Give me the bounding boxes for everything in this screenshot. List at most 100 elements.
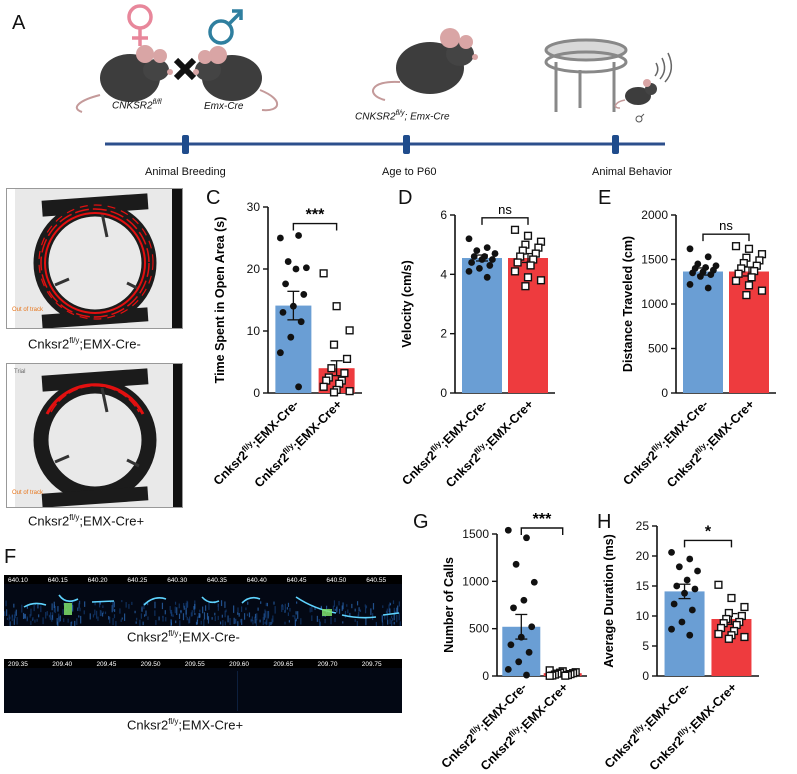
data-point-control bbox=[297, 318, 305, 326]
spectrogram-noise bbox=[57, 621, 59, 626]
spectrogram-noise bbox=[358, 607, 360, 612]
spectrogram-noise bbox=[77, 607, 79, 611]
spectrogram-time-tick: 640.10 bbox=[8, 577, 28, 584]
spectrogram-noise bbox=[234, 619, 237, 624]
spectrogram-noise bbox=[53, 601, 55, 608]
event-breeding-label: Animal Breeding bbox=[145, 166, 226, 178]
spectrogram-noise bbox=[51, 603, 53, 611]
spectrogram-noise bbox=[214, 612, 216, 616]
spectrogram-noise bbox=[46, 611, 48, 616]
data-point-control bbox=[694, 567, 701, 575]
data-point-control bbox=[673, 582, 681, 590]
spectrogram-noise bbox=[180, 609, 182, 613]
arena-knockout-out-label: Out of track bbox=[12, 490, 44, 496]
spectrogram-noise bbox=[309, 607, 311, 613]
spectrogram-noise bbox=[178, 613, 181, 619]
data-point-control bbox=[507, 641, 515, 649]
spectrogram-noise bbox=[26, 617, 29, 621]
data-point-control bbox=[470, 253, 478, 260]
spectrogram-time-tick: 640.45 bbox=[287, 577, 307, 584]
spectrogram-noise bbox=[92, 614, 95, 618]
spectrogram-noise bbox=[254, 613, 257, 618]
spectrogram-noise bbox=[147, 600, 149, 606]
data-point-knockout bbox=[561, 671, 570, 680]
spectrogram-noise bbox=[287, 612, 290, 616]
offspring-strain-label: CNKSR2fl/y; Emx-Cre bbox=[355, 110, 450, 123]
y-tick-label: 6 bbox=[440, 208, 447, 222]
data-point-control bbox=[686, 245, 694, 253]
spectrogram-noise bbox=[170, 619, 172, 623]
spectrogram-noise bbox=[217, 603, 219, 611]
panel-letter-c: C bbox=[206, 187, 221, 209]
spectrogram-noise bbox=[96, 610, 98, 619]
spectrogram-noise bbox=[145, 610, 147, 616]
spectrogram-noise bbox=[207, 616, 210, 624]
spectrogram-noise bbox=[189, 616, 191, 624]
timeline-marker-p60 bbox=[403, 135, 410, 154]
spectrogram-noise bbox=[6, 609, 8, 616]
spectrogram-noise bbox=[109, 616, 111, 624]
spectrogram-noise bbox=[387, 619, 389, 625]
spectrogram-noise bbox=[338, 601, 340, 606]
spectrogram-noise bbox=[357, 614, 359, 618]
y-tick-label: 0 bbox=[482, 669, 489, 683]
spectrogram-noise bbox=[394, 610, 396, 615]
spectrogram-noise bbox=[4, 611, 6, 617]
spectrogram-noise bbox=[233, 605, 235, 613]
data-point-knockout bbox=[724, 634, 733, 643]
spectrogram-call-trace bbox=[58, 594, 79, 603]
panel-letter-g: G bbox=[413, 511, 429, 533]
data-point-control bbox=[295, 232, 302, 239]
spectrogram-noise bbox=[112, 600, 114, 606]
data-point-knockout bbox=[744, 281, 754, 290]
data-point-knockout bbox=[545, 671, 554, 680]
spectrogram-noise bbox=[297, 611, 299, 619]
male-mouse-icon bbox=[193, 46, 279, 112]
spectrogram-noise bbox=[121, 617, 123, 620]
spectrogram-noise bbox=[365, 617, 367, 626]
spectrogram-noise bbox=[9, 621, 11, 626]
data-point-control bbox=[284, 258, 292, 265]
spectrogram-noise bbox=[229, 617, 231, 626]
spectrogram-noise bbox=[237, 671, 238, 711]
data-point-control bbox=[686, 555, 694, 563]
spectrogram-noise bbox=[351, 603, 353, 609]
data-point-control bbox=[704, 253, 712, 261]
spectrogram-noise bbox=[314, 606, 316, 610]
spectrogram-noise bbox=[37, 604, 39, 609]
offspring-mouse-icon bbox=[372, 28, 478, 101]
spectrogram-noise bbox=[53, 604, 55, 612]
data-point-control bbox=[525, 648, 533, 656]
spectrogram-noise bbox=[224, 601, 226, 608]
spectrogram-noise bbox=[195, 621, 198, 625]
data-point-control bbox=[668, 549, 675, 556]
spectrogram-time-strip bbox=[4, 575, 402, 584]
spectrogram-noise bbox=[265, 610, 267, 619]
spectrogram-noise bbox=[33, 605, 35, 612]
spectrogram-noise bbox=[169, 610, 172, 614]
data-point-control bbox=[683, 576, 691, 584]
spectrogram-noise bbox=[51, 615, 53, 620]
spectrogram-noise bbox=[356, 620, 358, 626]
spectrogram-noise bbox=[311, 605, 313, 612]
data-point-control bbox=[512, 560, 520, 568]
y-tick-label: 30 bbox=[247, 200, 261, 214]
spectrogram-noise bbox=[54, 605, 56, 614]
spectrogram-noise bbox=[140, 613, 142, 619]
spectrogram-noise bbox=[49, 617, 51, 620]
spectrogram-time-tick: 640.40 bbox=[247, 577, 267, 584]
spectrogram-noise bbox=[72, 605, 74, 612]
data-point-control bbox=[686, 281, 694, 288]
spectrogram-noise bbox=[311, 615, 313, 621]
spectrogram-time-tick: 640.30 bbox=[167, 577, 187, 584]
y-tick-label: 20 bbox=[247, 262, 261, 276]
spectrogram-noise bbox=[346, 604, 348, 607]
data-point-knockout bbox=[727, 593, 736, 603]
significance-label: ns bbox=[719, 218, 733, 233]
spectrogram-noise bbox=[134, 610, 136, 614]
data-point-control bbox=[289, 302, 297, 310]
spectrogram-noise bbox=[354, 619, 356, 622]
spectrogram-noise bbox=[330, 616, 332, 625]
spectrogram-noise bbox=[24, 614, 26, 619]
spectrogram-noise bbox=[294, 619, 296, 626]
